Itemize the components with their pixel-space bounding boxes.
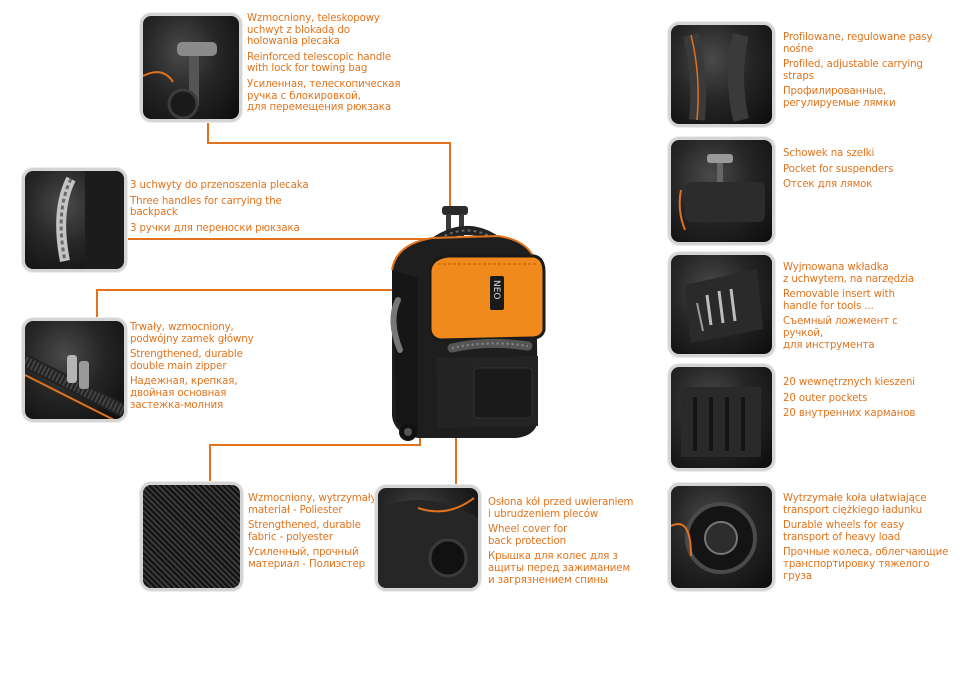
feature-text-pl: Wyjmowana wkładka z uchwytem, na narzędz… bbox=[783, 262, 915, 285]
feature-text-en: Strengthened, durable fabric - polyester bbox=[248, 520, 361, 543]
feature-insert-text: Wyjmowana wkładka z uchwytem, na narzędz… bbox=[783, 262, 933, 355]
feature-text-pl: Schowek na szelki bbox=[783, 148, 875, 159]
feature-text-en: Wheel cover for back protection bbox=[488, 524, 568, 547]
feature-text-ru: Прочные колеса, облегчающие транспортиро… bbox=[783, 547, 949, 582]
thumb-tool-insert bbox=[668, 252, 775, 357]
feature-text-ru: Отсек для лямок bbox=[783, 179, 873, 191]
feature-text-en: 20 outer pockets bbox=[783, 392, 868, 404]
feature-text-ru: Усиленный, прочный материал - Полиэстер bbox=[248, 547, 366, 570]
feature-text-en: Profiled, adjustable carrying straps bbox=[783, 59, 923, 82]
feature-text-en: Removable insert with handle for tools .… bbox=[783, 289, 895, 312]
thumb-inner-pockets bbox=[668, 364, 775, 471]
feature-text-ru: 3 ручки для переноски рюкзака bbox=[130, 222, 300, 234]
feature-straps-text: Profilowane, regulowane pasy nośne Profi… bbox=[783, 32, 953, 114]
feature-text-pl: Trwały, wzmocniony, podwójny zamek główn… bbox=[130, 322, 254, 345]
feature-text-en: Strengthened, durable double main zipper bbox=[130, 349, 243, 372]
feature-text-ru: Усиленная, телескопическая ручка с блоки… bbox=[247, 78, 401, 114]
feature-pockets-text: 20 wewnętrznych kieszeni 20 outer pocket… bbox=[783, 377, 933, 424]
feature-text-pl: Wzmocniony, wytrzymały materiał - Polies… bbox=[248, 493, 377, 516]
feature-text-pl: Osłona kół przed uwieraniem i ubrudzenie… bbox=[488, 497, 634, 520]
connector-line bbox=[207, 116, 209, 144]
feature-text-en: Durable wheels for easy transport of hea… bbox=[783, 520, 905, 543]
feature-zipper-text: Trwały, wzmocniony, podwójny zamek główn… bbox=[130, 322, 280, 415]
feature-carry-handles-text: 3 uchwyty do przenoszenia plecaka Three … bbox=[130, 180, 330, 238]
feature-text-ru: Профилированные, регулируемые лямки bbox=[783, 86, 896, 109]
connector-line bbox=[209, 444, 421, 446]
feature-text-pl: Wytrzymałe koła ułatwiające transport ci… bbox=[783, 493, 927, 516]
feature-text-pl: Wzmocniony, teleskopowy uchwyt z blokadą… bbox=[247, 13, 380, 48]
thumb-suspender-pocket bbox=[668, 137, 775, 245]
backpack-product-image: NEO bbox=[378, 200, 588, 445]
thumb-wheels bbox=[668, 483, 775, 591]
feature-text-pl: 3 uchwyty do przenoszenia plecaka bbox=[130, 180, 309, 191]
feature-text-en: Pocket for suspenders bbox=[783, 163, 894, 175]
feature-text-ru: 20 внутренних карманов bbox=[783, 408, 916, 420]
connector-line bbox=[455, 432, 457, 488]
connector-line bbox=[123, 238, 440, 240]
feature-wheel-cover-text: Osłona kół przed uwieraniem i ubrudzenie… bbox=[488, 497, 638, 590]
thumb-zipper bbox=[22, 318, 127, 422]
thumb-material bbox=[140, 482, 243, 591]
thumb-wheel-cover bbox=[375, 485, 481, 591]
feature-text-pl: Profilowane, regulowane pasy nośne bbox=[783, 32, 933, 55]
thumb-carrying-straps bbox=[668, 22, 775, 127]
connector-line bbox=[209, 444, 211, 484]
connector-line bbox=[207, 142, 451, 144]
connector-line bbox=[449, 142, 451, 212]
connector-line bbox=[96, 289, 432, 291]
feature-material-text: Wzmocniony, wytrzymały materiał - Polies… bbox=[248, 493, 398, 575]
feature-suspenders-text: Schowek na szelki Pocket for suspenders … bbox=[783, 148, 933, 195]
feature-text-ru: Надежная, крепкая, двойная основная заст… bbox=[130, 376, 238, 411]
feature-text-ru: Съемный ложемент с ручкой, для инструмен… bbox=[783, 316, 898, 351]
feature-text-ru: Крышка для колес для з ащиты перед зажим… bbox=[488, 551, 631, 586]
feature-text-en: Three handles for carrying the backpack bbox=[130, 195, 282, 219]
feature-handle-text: Wzmocniony, teleskopowy uchwyt z blokadą… bbox=[247, 13, 427, 118]
brand-logo-text: NEO bbox=[491, 280, 501, 300]
feature-text-pl: 20 wewnętrznych kieszeni bbox=[783, 377, 915, 388]
feature-text-en: Reinforced telescopic handle with lock f… bbox=[247, 51, 392, 75]
feature-wheels-text: Wytrzymałe koła ułatwiające transport ci… bbox=[783, 493, 953, 586]
thumb-telescopic-handle bbox=[140, 13, 242, 122]
thumb-carry-handles bbox=[22, 168, 127, 272]
connector-line bbox=[96, 289, 98, 321]
